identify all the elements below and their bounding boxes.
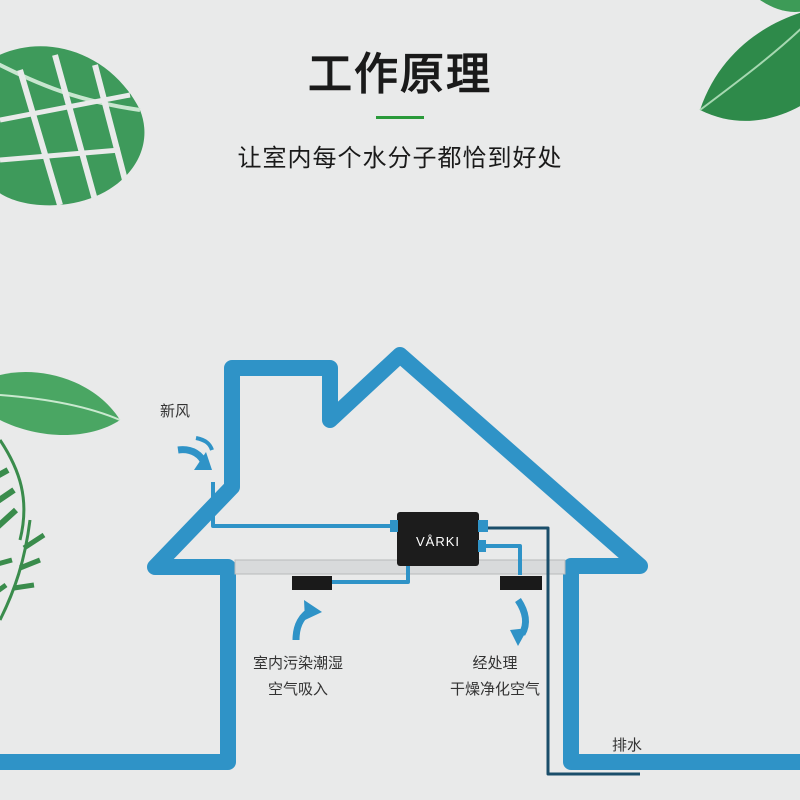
house-outline [0,347,800,770]
intake-label: 室内污染潮湿 空气吸入 [238,650,358,702]
output-label-line-2: 干燥净化空气 [449,680,540,698]
leaf-decoration-top-left [0,46,145,206]
leaf-decoration-left [0,372,121,621]
title-underline [376,116,424,119]
intake-vent [292,576,332,590]
output-label-line-1: 经处理 [472,654,518,672]
drain-label: 排水 [612,736,643,754]
output-duct [480,544,522,575]
output-label: 经处理 干燥净化空气 [440,650,550,702]
output-vent [500,576,542,590]
intake-label-line-2: 空气吸入 [267,680,328,698]
page-subtitle: 让室内每个水分子都恰到好处 [237,144,563,172]
drain-pipe [488,526,640,776]
fresh-air-arrow-icon [177,436,214,470]
fresh-air-duct [211,482,390,528]
output-arrow-icon [510,598,529,646]
fresh-air-label: 新风 [160,402,191,420]
device-brand-label: VÅRKI [416,534,460,549]
intake-arrow-icon [292,600,322,641]
dehumidifier-unit: VÅRKI [390,512,488,566]
intake-label-line-1: 室内污染潮湿 [252,654,343,672]
air-ducts [211,482,640,776]
page-title: 工作原理 [308,49,492,100]
